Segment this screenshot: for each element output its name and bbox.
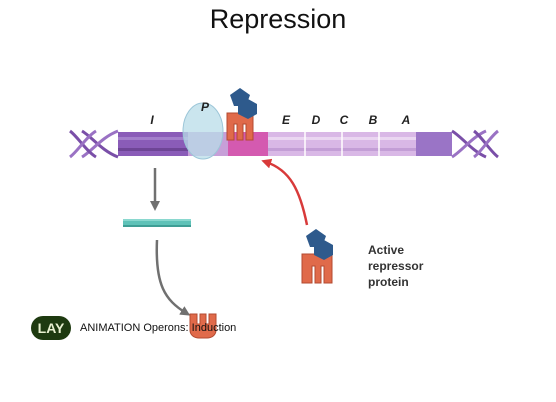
- rna-polymerase: [182, 102, 224, 160]
- gene-a-label: A: [401, 113, 411, 127]
- bound-inducer-hexagon: [238, 99, 257, 119]
- repressor-product: [189, 313, 217, 339]
- dna-left-twist: [69, 129, 119, 159]
- animation-link[interactable]: ANIMATION Operons: Induction: [80, 322, 237, 334]
- gene-e-label: E: [282, 113, 291, 127]
- mrna-strand: [123, 219, 191, 227]
- repressor-label-line2: repressor: [368, 259, 424, 273]
- free-inducer-hexagon: [314, 240, 333, 260]
- gene-i-label: I: [150, 113, 154, 127]
- translation-arrow: [155, 239, 191, 316]
- repressor-label-line3: protein: [368, 275, 409, 289]
- gene-c-label: C: [340, 113, 349, 127]
- play-animation-button[interactable]: LAY: [31, 316, 71, 340]
- gene-i-segment: [118, 132, 188, 156]
- slide-title: Repression: [209, 4, 347, 34]
- dna-right-segment: [416, 132, 452, 156]
- repressor-binding-arrow: [261, 158, 309, 226]
- gene-b-label: B: [369, 113, 378, 127]
- gene-i-shade: [118, 148, 188, 151]
- gene-i-highlight: [118, 137, 188, 140]
- repressor-label-line1: Active: [368, 243, 404, 257]
- structural-genes: [268, 132, 416, 156]
- gene-d-label: D: [312, 113, 321, 127]
- bound-repressor: [226, 88, 257, 141]
- active-repressor: [301, 229, 333, 284]
- dna-right-twist: [451, 129, 499, 159]
- gene-p-label: P: [201, 100, 210, 114]
